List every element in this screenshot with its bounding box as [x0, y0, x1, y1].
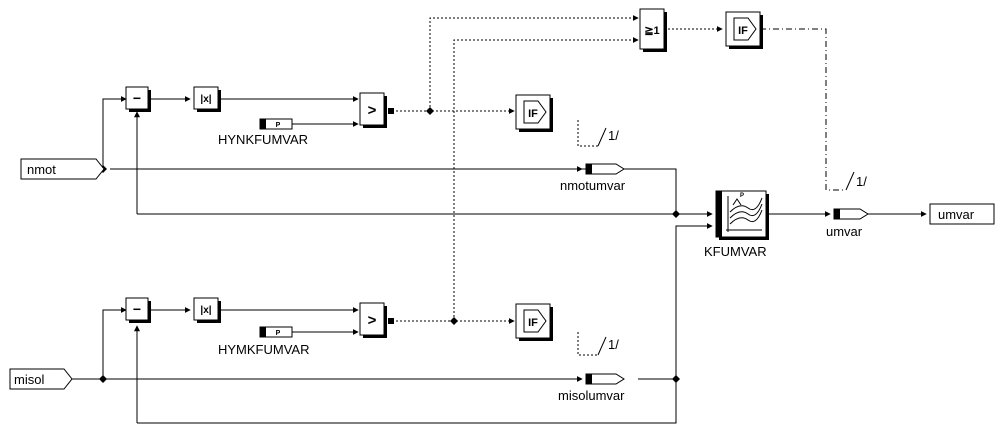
condition-ticks [597, 127, 855, 356]
parameter-icon: P [740, 193, 744, 199]
measurement-misolumvar-label: misolumvar [558, 388, 625, 403]
input-port-misol-label: misol [14, 372, 44, 387]
signal-wires [70, 96, 927, 424]
comparator-block-2[interactable]: > [359, 302, 387, 338]
or-gate-icon: ≧1 [644, 25, 659, 37]
wire-if-output [760, 28, 846, 191]
condition-label-lower: 1/ [608, 337, 619, 352]
param-hymkfumvar[interactable]: P HYMKFUMVAR [218, 326, 309, 357]
if-icon: IF [528, 108, 538, 120]
abs-icon: |x| [200, 94, 211, 105]
param-hynkfumvar[interactable]: P HYNKFUMVAR [218, 118, 308, 147]
wire-if1-cond [577, 120, 598, 147]
junctions [99, 107, 680, 383]
input-port-misol[interactable]: misol [9, 368, 73, 390]
wire-cmp1-to-or [429, 15, 639, 111]
abs-block-2[interactable]: |x| [193, 297, 221, 323]
condition-label-output: 1/ [856, 174, 867, 189]
parameter-icon: P [276, 330, 281, 337]
subtract-block-2[interactable]: − [125, 297, 151, 323]
greater-than-icon: > [368, 102, 377, 119]
wire-misol-to-sub2 [102, 307, 127, 379]
subtract-block-1[interactable]: − [125, 86, 151, 112]
map-block-label: KFUMVAR [704, 244, 767, 259]
wire-if2-cond [577, 332, 598, 356]
output-port-umvar-label: umvar [938, 207, 975, 222]
wire-misol-feedback-h [137, 379, 677, 424]
map-block-kfumvar[interactable]: P KFUMVAR [704, 190, 769, 259]
wire-cmp2-to-or [453, 37, 639, 321]
measurement-nmotumvar[interactable]: nmotumvar [560, 163, 626, 193]
input-port-nmot-label: nmot [27, 162, 56, 177]
param-hymkfumvar-label: HYMKFUMVAR [218, 342, 309, 357]
output-port-umvar[interactable]: umvar [929, 203, 995, 225]
param-hynkfumvar-label: HYNKFUMVAR [218, 132, 308, 147]
measurement-misolumvar[interactable]: misolumvar [558, 373, 625, 403]
measurement-nmotumvar-label: nmotumvar [560, 178, 626, 193]
comparator-block-1[interactable]: > [359, 92, 387, 128]
wire-nmot-to-sub1 [102, 96, 127, 169]
greater-than-icon: > [368, 312, 377, 329]
minus-icon: − [133, 301, 141, 317]
measurement-umvar-label: umvar [826, 224, 863, 239]
measurement-umvar[interactable]: umvar [826, 208, 869, 239]
or-block[interactable]: ≧1 [639, 8, 667, 52]
abs-block-1[interactable]: |x| [193, 86, 221, 112]
input-port-nmot[interactable]: nmot [20, 158, 105, 180]
parameter-icon: P [276, 122, 281, 129]
if-icon: IF [738, 25, 748, 37]
if-block-top[interactable]: IF [725, 11, 763, 49]
abs-icon: |x| [200, 305, 211, 316]
minus-icon: − [133, 90, 141, 106]
wire-misol-to-map [638, 223, 713, 380]
if-block-lower[interactable]: IF [515, 303, 553, 341]
characteristic-map-icon [726, 196, 763, 232]
boolean-wires [396, 15, 846, 356]
if-block-upper[interactable]: IF [515, 94, 553, 132]
condition-label-upper: 1/ [608, 128, 619, 143]
if-icon: IF [528, 317, 538, 329]
